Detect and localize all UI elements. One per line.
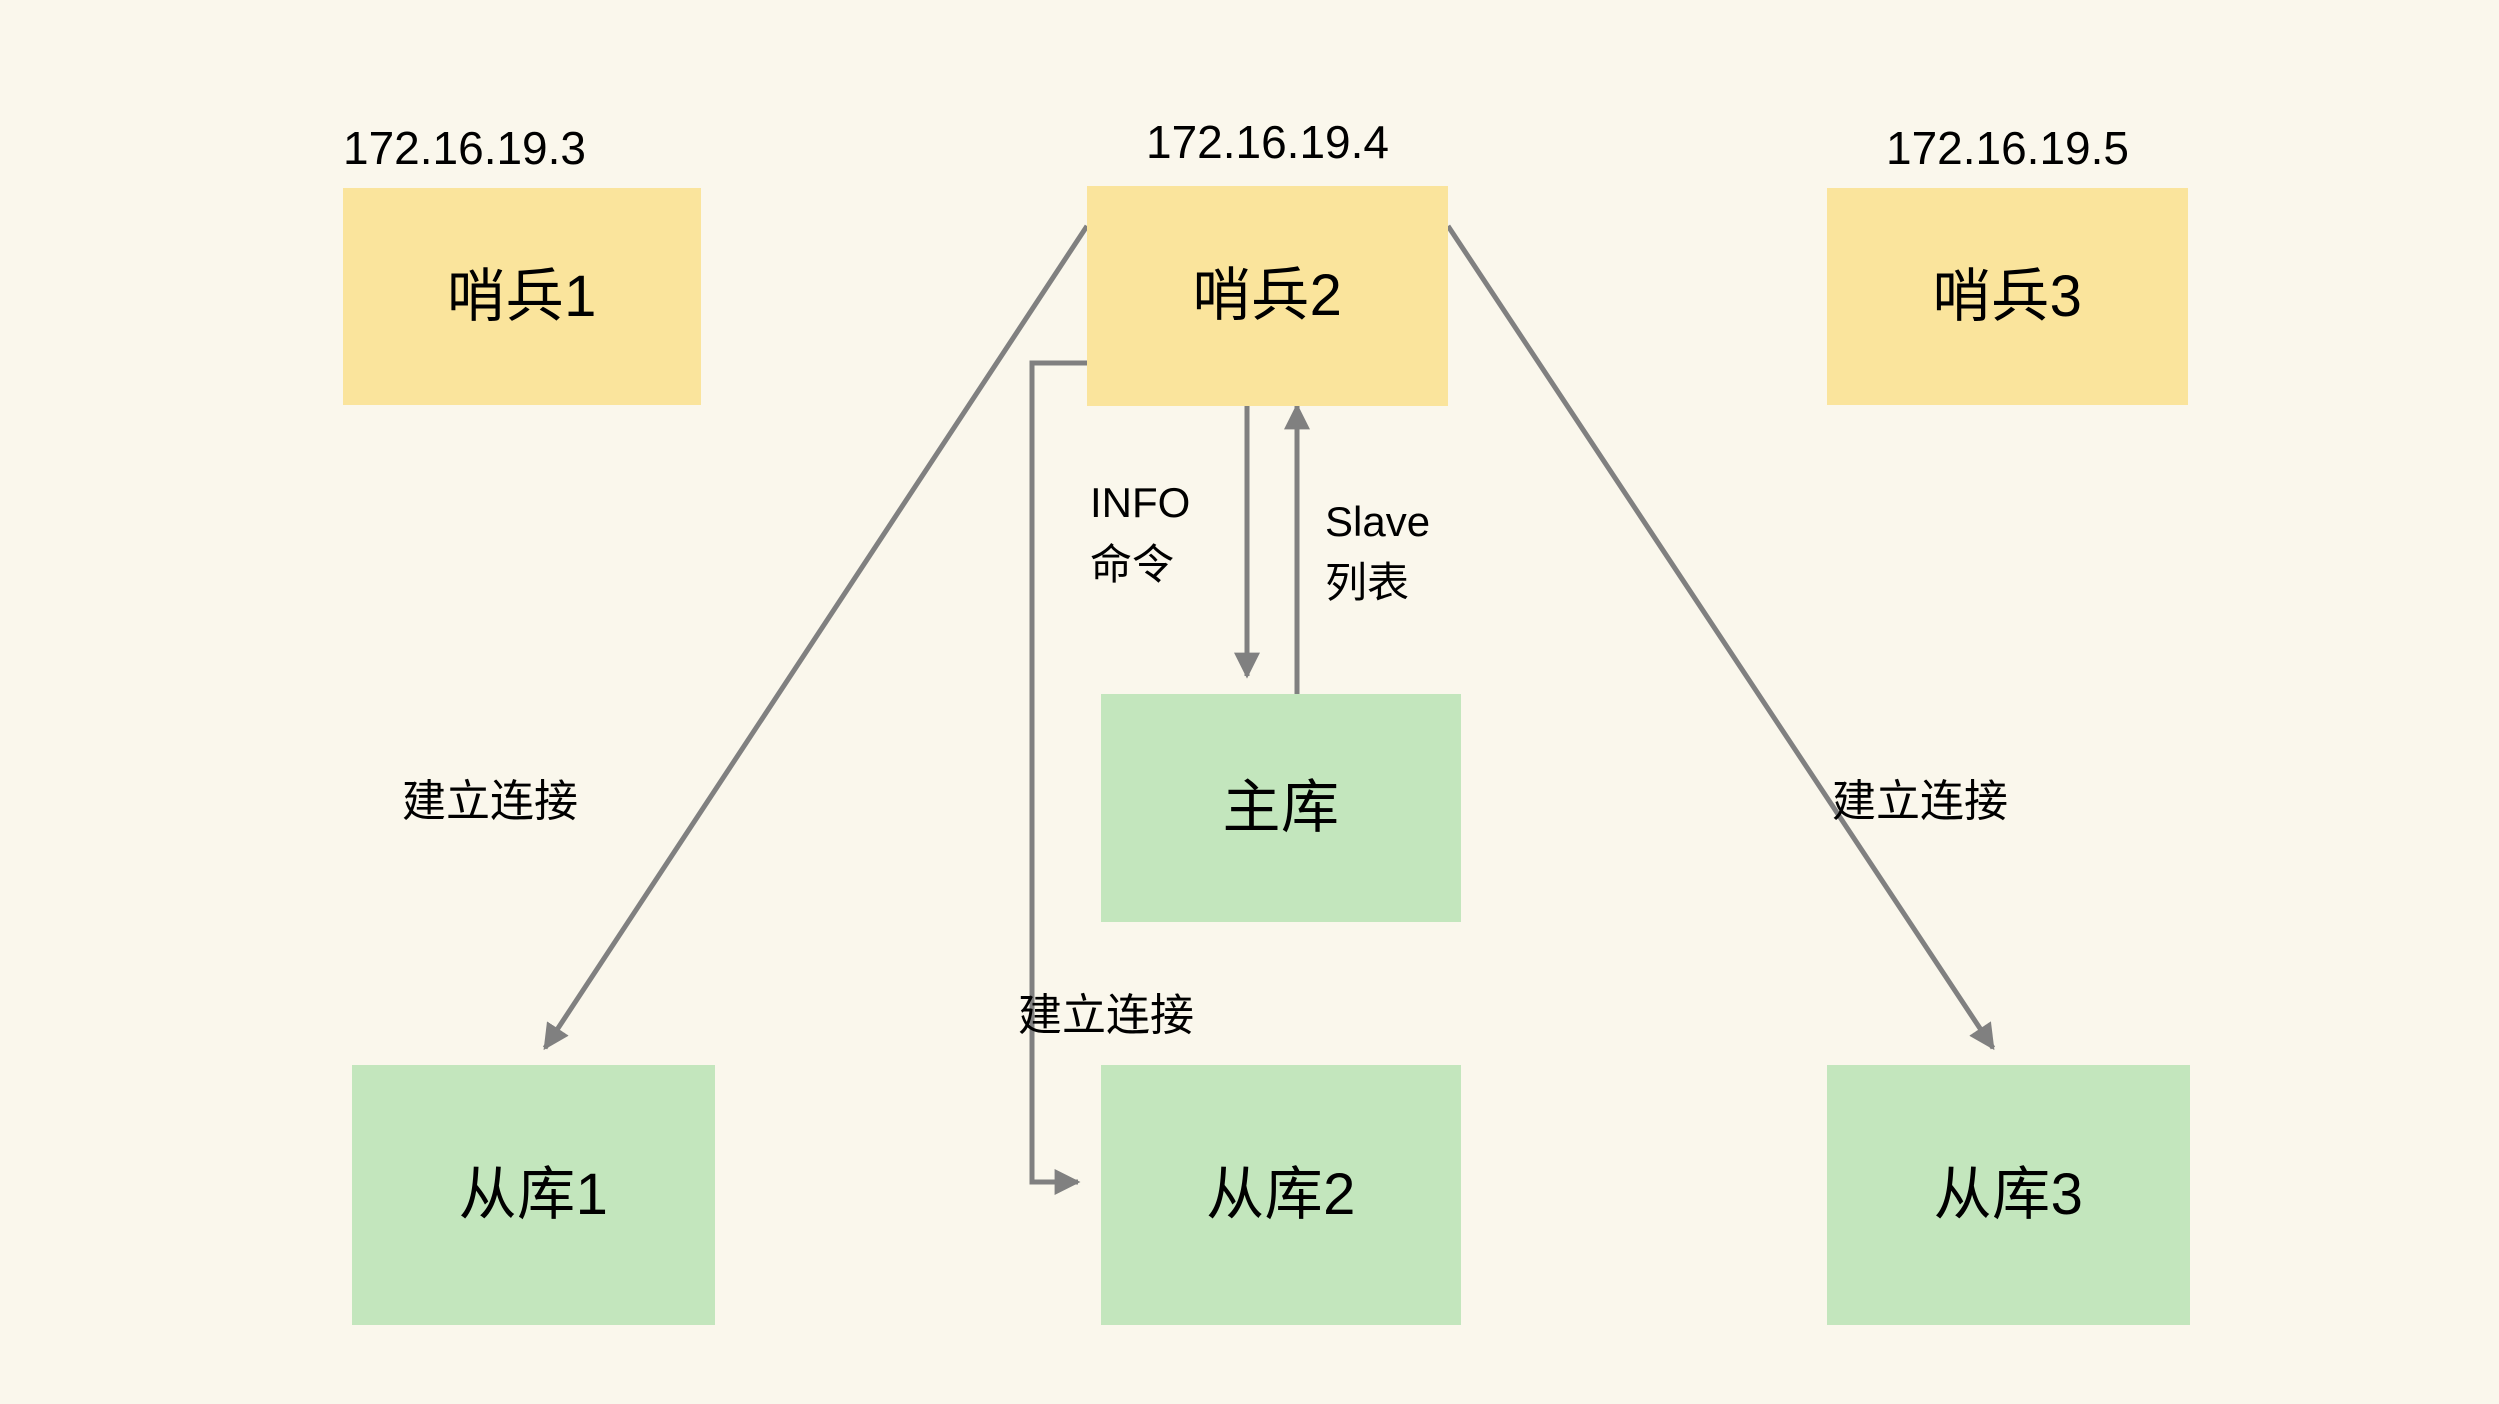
edge-label-info-command-line1: INFO bbox=[1090, 479, 1191, 526]
node-sentinel1[interactable]: 哨兵1 bbox=[343, 188, 701, 405]
node-slave2[interactable]: 从库2 bbox=[1101, 1065, 1461, 1325]
ip-label-sentinel2: 172.16.19.4 bbox=[1145, 116, 1389, 168]
connector-sentinel2-to-slave2 bbox=[1029, 360, 1087, 1195]
node-sentinel2[interactable]: 哨兵2 bbox=[1087, 186, 1448, 406]
node-master-db[interactable]: 主库 bbox=[1101, 694, 1461, 922]
node-sentinel3[interactable]: 哨兵3 bbox=[1827, 188, 2188, 405]
edge-label-info-command-line2: 命令 bbox=[1090, 541, 1175, 588]
node-slave3[interactable]: 从库3 bbox=[1827, 1065, 2190, 1325]
edge-label-connect-left: 建立连接 bbox=[402, 777, 578, 826]
ip-label-sentinel1: 172.16.19.3 bbox=[343, 122, 587, 174]
edge-label-connect-middle: 建立连接 bbox=[1018, 991, 1194, 1040]
ip-label-sentinel3: 172.16.19.5 bbox=[1885, 122, 2129, 174]
edge-label-slave-list-line1: Slave bbox=[1325, 498, 1431, 545]
edge-label-connect-right: 建立连接 bbox=[1832, 777, 2008, 826]
node-slave1[interactable]: 从库1 bbox=[352, 1065, 715, 1325]
edge-label-slave-list-line2: 列表 bbox=[1325, 559, 1410, 606]
